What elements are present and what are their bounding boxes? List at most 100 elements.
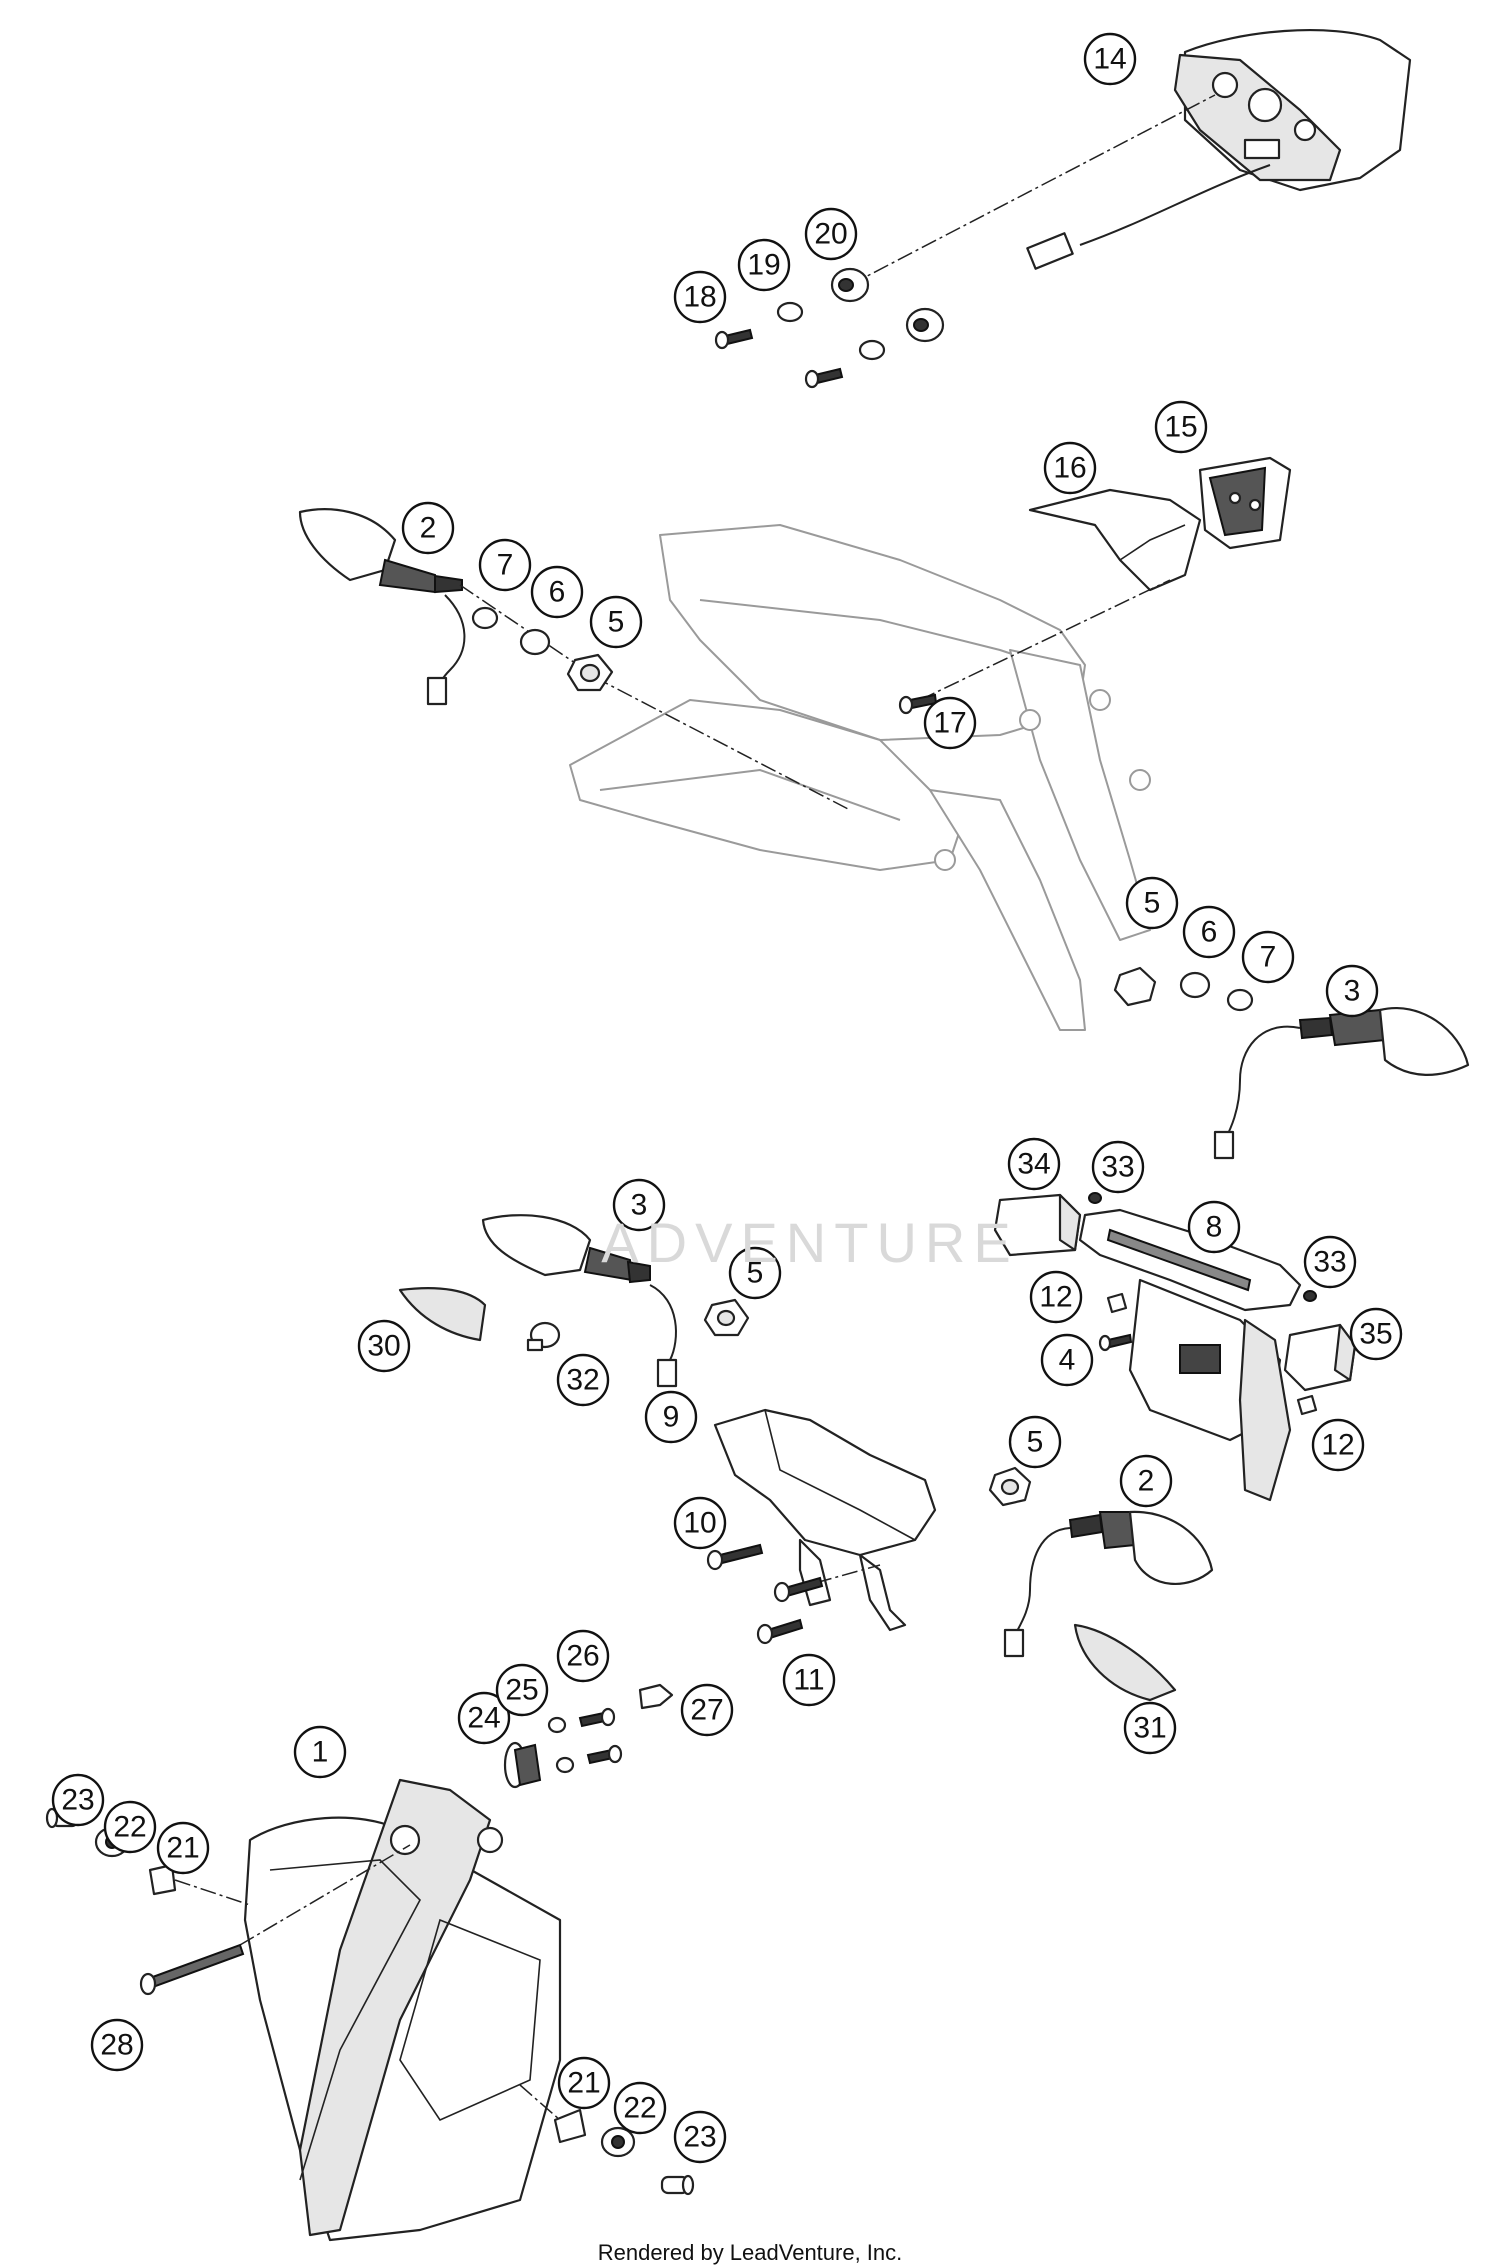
callout-label: 27 bbox=[690, 1694, 723, 1727]
leader-28 bbox=[239, 1844, 411, 1946]
callout-label: 21 bbox=[567, 2067, 600, 2100]
callout-label: 5 bbox=[608, 606, 625, 639]
callout-17: 17 bbox=[923, 696, 977, 750]
part-27-bushing bbox=[638, 1683, 674, 1710]
callout-label: 33 bbox=[1101, 1151, 1134, 1184]
part-6-lockwasher-upper bbox=[519, 628, 551, 656]
leader-21-lower bbox=[519, 2084, 561, 2121]
callout-6-upper: 6 bbox=[530, 565, 584, 619]
leader-17 bbox=[919, 579, 1171, 701]
callout-label: 24 bbox=[467, 1702, 500, 1735]
callout-label: 22 bbox=[113, 1811, 146, 1844]
callout-16: 16 bbox=[1043, 441, 1097, 495]
callout-label: 23 bbox=[61, 1784, 94, 1817]
callout-7-upper: 7 bbox=[478, 538, 532, 592]
callout-label: 17 bbox=[933, 707, 966, 740]
part-25-washer-2 bbox=[555, 1756, 575, 1774]
callout-label: 5 bbox=[747, 1257, 764, 1290]
part-4-screw bbox=[1098, 1333, 1133, 1352]
part-34-reflector bbox=[993, 1193, 1082, 1257]
part-33-screw bbox=[1088, 1192, 1102, 1204]
callout-label: 9 bbox=[663, 1401, 680, 1434]
callout-7-right: 7 bbox=[1241, 930, 1295, 984]
part-9-bracket bbox=[713, 1408, 937, 1632]
callout-14: 14 bbox=[1083, 32, 1137, 86]
part-3-connector-left bbox=[656, 1358, 678, 1388]
callout-12-right: 12 bbox=[1311, 1418, 1365, 1472]
callout-label: 20 bbox=[814, 218, 847, 251]
callout-label: 14 bbox=[1093, 43, 1126, 76]
callout-label: 10 bbox=[683, 1507, 716, 1540]
part-3-turn-signal-left bbox=[481, 1214, 651, 1284]
callout-label: 23 bbox=[683, 2121, 716, 2154]
callout-23-upper: 23 bbox=[51, 1773, 105, 1827]
part-6-lockwasher-right bbox=[1179, 971, 1211, 999]
callout-5-upper: 5 bbox=[589, 595, 643, 649]
callout-3-left: 3 bbox=[612, 1178, 666, 1232]
part-1-headlight bbox=[243, 1778, 562, 2242]
leader-20 bbox=[849, 94, 1216, 286]
part-2-connector-lower bbox=[1003, 1628, 1025, 1658]
callout-5-lower: 5 bbox=[1008, 1415, 1062, 1469]
part-11-bolt-2 bbox=[756, 1618, 804, 1645]
callout-32: 32 bbox=[556, 1353, 610, 1407]
callout-2-upper: 2 bbox=[401, 501, 455, 555]
callout-15: 15 bbox=[1154, 400, 1208, 454]
part-3-wire-right bbox=[1224, 1025, 1301, 1141]
part-5-nut-lower bbox=[988, 1466, 1032, 1507]
callout-5-right: 5 bbox=[1125, 876, 1179, 930]
part-3-turn-signal-right bbox=[1298, 1007, 1470, 1076]
callout-label: 32 bbox=[566, 1364, 599, 1397]
part-24-adjuster bbox=[503, 1741, 542, 1789]
rear-subframe bbox=[569, 524, 1151, 1031]
callout-label: 25 bbox=[505, 1674, 538, 1707]
callout-6-right: 6 bbox=[1182, 905, 1236, 959]
callout-33-upper: 33 bbox=[1091, 1140, 1145, 1194]
callout-20: 20 bbox=[804, 207, 858, 261]
callout-label: 5 bbox=[1027, 1426, 1044, 1459]
part-26-screw-2 bbox=[586, 1744, 623, 1765]
part-20-grommet-2 bbox=[905, 307, 945, 343]
part-14-housing bbox=[1173, 29, 1412, 192]
callout-label: 8 bbox=[1206, 1211, 1223, 1244]
part-18-screw-2 bbox=[804, 367, 844, 389]
part-7-washer-right bbox=[1226, 988, 1254, 1012]
callout-label: 4 bbox=[1059, 1344, 1076, 1377]
callout-label: 7 bbox=[497, 549, 514, 582]
part-7-washer-upper bbox=[471, 606, 499, 630]
part-25-washer bbox=[547, 1716, 567, 1734]
callout-24: 24 bbox=[457, 1691, 511, 1745]
callout-19: 19 bbox=[737, 238, 791, 292]
callout-12-left: 12 bbox=[1029, 1270, 1083, 1324]
part-33-screw-2 bbox=[1303, 1290, 1317, 1302]
footer-credit: Rendered by LeadVenture, Inc. bbox=[597, 2240, 903, 2265]
callout-11: 11 bbox=[782, 1653, 836, 1707]
part-19-washer-2 bbox=[858, 339, 886, 361]
callout-22-lower: 22 bbox=[613, 2081, 667, 2135]
callout-33-right: 33 bbox=[1303, 1235, 1357, 1289]
part-8-plate-holder bbox=[1078, 1208, 1302, 1502]
callout-label: 6 bbox=[1201, 916, 1218, 949]
part-30-lens bbox=[398, 1287, 487, 1342]
part-2-wire-lower bbox=[1014, 1527, 1071, 1636]
callout-label: 33 bbox=[1313, 1246, 1346, 1279]
callout-8: 8 bbox=[1187, 1200, 1241, 1254]
part-20-grommet bbox=[830, 267, 870, 303]
part-14-cable bbox=[1079, 164, 1271, 246]
callout-label: 15 bbox=[1164, 411, 1197, 444]
callout-label: 3 bbox=[631, 1189, 648, 1222]
callout-label: 28 bbox=[100, 2029, 133, 2062]
part-2-turn-signal-upper bbox=[298, 508, 463, 594]
callout-label: 6 bbox=[549, 576, 566, 609]
part-2-turn-signal-lower bbox=[1068, 1510, 1214, 1586]
part-12-clip-2 bbox=[1296, 1394, 1318, 1416]
callout-34: 34 bbox=[1007, 1137, 1061, 1191]
callout-30: 30 bbox=[357, 1319, 411, 1373]
part-5-nut-left bbox=[703, 1298, 750, 1337]
part-22-grommet-lower bbox=[600, 2126, 636, 2158]
part-12-clip bbox=[1106, 1292, 1128, 1314]
callout-label: 19 bbox=[747, 249, 780, 282]
part-3-wire-left bbox=[649, 1284, 677, 1361]
callout-10: 10 bbox=[673, 1496, 727, 1550]
